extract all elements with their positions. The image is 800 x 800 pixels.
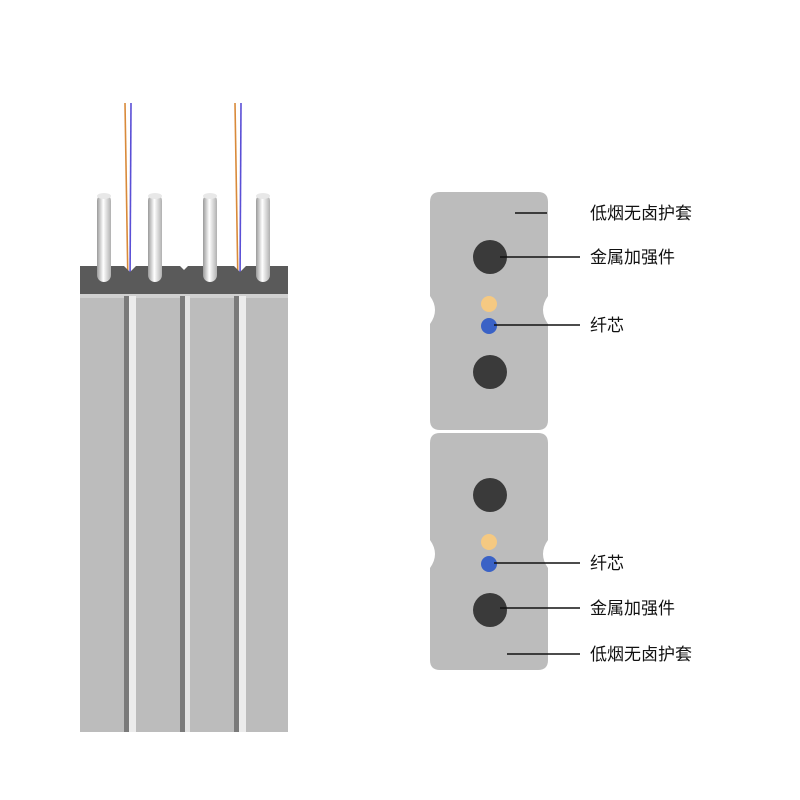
strength-rod-top <box>97 193 111 199</box>
strength-member-circle <box>473 593 507 627</box>
cable-grooves <box>124 296 246 732</box>
label-top-strength: 金属加强件 <box>590 248 675 268</box>
strength-rod <box>256 194 270 282</box>
strength-rod <box>97 194 111 282</box>
cable-3d-view <box>80 102 288 732</box>
cable-cross-section: 低烟无卤护套 金属加强件 纤芯 纤芯 金属加强件 低烟无卤护套 <box>430 192 692 670</box>
groove-shadow <box>124 296 129 732</box>
label-top-fiber: 纤芯 <box>590 316 624 336</box>
label-bottom-fiber: 纤芯 <box>590 554 624 574</box>
groove-highlight <box>239 296 246 732</box>
fiber-wire-blue-left <box>129 102 132 289</box>
groove-highlight <box>185 296 190 732</box>
label-top-sheath: 低烟无卤护套 <box>590 204 692 224</box>
label-bottom-sheath: 低烟无卤护套 <box>590 645 692 665</box>
strength-member-circle <box>473 355 507 389</box>
strength-rod-top <box>148 193 162 199</box>
fiber-wire-blue-right <box>239 102 242 289</box>
strength-rod-top <box>203 193 217 199</box>
strength-member-circle <box>473 478 507 512</box>
fiber-blue <box>481 318 497 334</box>
fiber-wire-orange-right <box>234 102 239 289</box>
groove-highlight <box>129 296 136 732</box>
groove-shadow <box>180 296 185 732</box>
fiber-blue <box>481 556 497 572</box>
sheath-section-lower <box>430 433 548 670</box>
fiber-wire-orange-left <box>124 102 129 289</box>
strength-rod <box>203 194 217 282</box>
label-bottom-strength: 金属加强件 <box>590 599 675 619</box>
strength-member-circle <box>473 240 507 274</box>
strength-rod <box>148 194 162 282</box>
leader-lines <box>494 212 580 655</box>
cable-top-face <box>80 266 288 296</box>
strength-rod-top <box>256 193 270 199</box>
fiber-yellow <box>481 534 497 550</box>
fiber-yellow <box>481 296 497 312</box>
groove-shadow <box>234 296 239 732</box>
strength-rods <box>97 193 270 282</box>
